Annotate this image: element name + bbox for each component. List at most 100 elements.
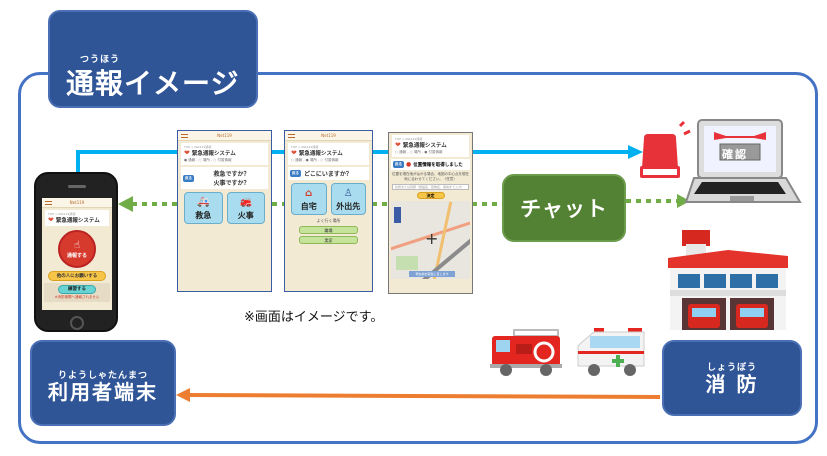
back-button[interactable]: 戻る xyxy=(290,170,301,177)
laptop-icon xyxy=(684,119,802,203)
screen-emergency-type: Net119 TOP > Net119通報 ❤緊急通報システム ● 通報 - ○… xyxy=(177,130,272,292)
phone-system-name: 緊急通報システム xyxy=(55,218,100,224)
dispatch-arrow-head xyxy=(176,388,190,402)
question-row: 戻る どこにいますか？ xyxy=(288,167,369,180)
question-text: どこにいますか？ xyxy=(304,171,352,178)
screen-location-type: Net119 TOP > Net119通報 ❤緊急通報システム ○ 通報 - ●… xyxy=(284,130,373,292)
title-ruby: つうほう xyxy=(80,55,121,65)
step-indicator: ○ 通報 - ● 場所 - ○ 付属情報 xyxy=(291,158,339,162)
map-pin-icon: ● xyxy=(406,161,412,168)
option-buttons: ⌂ 自宅 ♙ 外出先 xyxy=(291,183,366,215)
report-button-label: 通報する xyxy=(66,253,87,259)
system-name: 緊急通報システム xyxy=(298,151,343,157)
title-box: つうほう 通報イメージ xyxy=(48,10,258,108)
address-input[interactable]: 住所または目標（施設名、建物名、番地まで入力） xyxy=(392,184,469,190)
option-label: 火事 xyxy=(237,211,254,220)
screen-header: Net119 xyxy=(285,131,372,141)
frequent-place-button[interactable]: 実家 xyxy=(299,236,358,244)
location-status-row: 戻る ● 位置情報を取得しました xyxy=(391,159,470,170)
frequent-place-button[interactable]: 職場 xyxy=(299,226,358,234)
option-ambulance-button[interactable]: 🚑 救急 xyxy=(184,192,223,224)
breadcrumb: TOP > Net119通報 xyxy=(395,137,423,141)
heart-logo-icon: ❤ xyxy=(291,148,297,157)
system-name: 緊急通報システム xyxy=(402,143,447,149)
fire-department-label: 消 防 xyxy=(705,372,759,396)
fire-truck-icon xyxy=(490,329,562,376)
system-card: TOP > Net119通報 ❤緊急通報システム ○ 通報 - ○ 場所 - ●… xyxy=(392,135,469,157)
option-home-button[interactable]: ⌂ 自宅 xyxy=(291,183,327,215)
back-button[interactable]: 戻る xyxy=(393,161,404,168)
map-view[interactable]: + 現在地を取得し直します xyxy=(391,201,470,279)
user-terminal-ruby: りようしゃたんまつ xyxy=(57,371,148,381)
practice-note: ※消防機関へ通報されません xyxy=(54,295,100,299)
step-indicator: ● 通報 - ○ 場所 - ○ 付属情報 xyxy=(184,158,232,162)
address-placeholder: 住所または目標（施設名、建物名、番地まで入力） xyxy=(395,185,465,189)
decide-button[interactable]: 決定 xyxy=(416,192,445,199)
phone-header: Net119 xyxy=(42,198,112,208)
option-fire-button[interactable]: 🚒 火事 xyxy=(226,192,265,224)
menu-icon[interactable] xyxy=(45,201,52,205)
map-zoom-control[interactable] xyxy=(394,207,401,223)
system-name: 緊急通報システム xyxy=(191,151,236,157)
person-sign-icon: ♙ xyxy=(343,188,353,199)
heart-logo-icon: ❤ xyxy=(48,215,54,224)
screen-header-title: Net119 xyxy=(217,133,232,138)
caption: ※画面はイメージです。 xyxy=(244,310,384,325)
fire-truck-icon: 🚒 xyxy=(239,197,252,208)
map-instruction: 位置を現在地がはかる場合、地図の中心点を現在地に合わせてください。（任意） xyxy=(392,172,469,181)
heart-logo-icon: ❤ xyxy=(395,140,401,149)
breadcrumb: TOP > Net119通報 xyxy=(184,145,212,149)
laptop-screen-label: 確認 xyxy=(722,148,748,161)
step-indicator: ○ 通報 - ○ 場所 - ● 付属情報 xyxy=(395,150,443,154)
report-arrow-head xyxy=(628,145,643,159)
user-terminal-label: 利用者端末 xyxy=(48,380,158,404)
alarm-lamp-icon xyxy=(640,120,691,178)
screen-location-map: TOP > Net119通報 ❤緊急通報システム ○ 通報 - ○ 場所 - ●… xyxy=(388,132,473,294)
home-button[interactable] xyxy=(70,316,84,330)
option-label: 救急 xyxy=(195,211,212,220)
system-card: TOP > Net119通報 ❤緊急通報システム ○ 通報 - ● 場所 - ○… xyxy=(288,143,369,165)
hand-pointer-icon: ☝ xyxy=(73,240,81,251)
house-icon: ⌂ xyxy=(305,188,313,199)
diagram-frame xyxy=(18,72,818,444)
fire-department-box: しょうぼう 消 防 xyxy=(662,340,802,416)
menu-icon[interactable] xyxy=(288,134,295,138)
title-text: 通報イメージ xyxy=(66,67,240,100)
chat-box: チャット xyxy=(502,174,626,242)
back-button[interactable]: 戻る xyxy=(183,174,194,182)
breadcrumb: TOP > Net119通報 xyxy=(291,145,319,149)
practice-area: 練習する ※消防機関へ通報されません xyxy=(44,283,110,302)
menu-icon[interactable] xyxy=(181,134,188,138)
dispatch-arrow xyxy=(187,393,661,399)
phone-breadcrumb: TOP > Net119通報 xyxy=(48,212,76,216)
chat-arrow-left-head xyxy=(118,196,133,212)
option-away-button[interactable]: ♙ 外出先 xyxy=(330,183,366,215)
chat-arrow-right-head xyxy=(677,194,690,208)
map-reset-button[interactable]: 現在地を取得し直します xyxy=(409,271,455,277)
practice-button[interactable]: 練習する xyxy=(58,285,96,294)
crosshair-icon: + xyxy=(425,229,439,248)
ambulance-icon: 🚑 xyxy=(197,197,210,208)
option-label: 外出先 xyxy=(336,202,361,211)
screen-header-title: Net119 xyxy=(321,133,336,138)
option-buttons: 🚑 救急 🚒 火事 xyxy=(184,192,265,224)
system-card: TOP > Net119通報 ❤緊急通報システム ● 通報 - ○ 場所 - ○… xyxy=(181,143,268,165)
phone-screen: Net119 TOP > Net119通報 ❤緊急通報システム ☝ 通報する 他の… xyxy=(42,198,112,310)
phone-header-title: Net119 xyxy=(69,200,85,205)
screen-header: Net119 xyxy=(178,131,271,141)
option-label: 自宅 xyxy=(300,202,317,211)
question-row: 戻る 救急ですか？ 火事ですか？ xyxy=(181,167,268,189)
fire-department-ruby: しょうぼう xyxy=(706,363,757,373)
question-line-1: 救急ですか？ xyxy=(213,171,250,178)
ask-someone-button[interactable]: 他の人にお願いする xyxy=(48,271,106,281)
location-status: 位置情報を取得しました xyxy=(413,162,463,168)
map-park xyxy=(396,256,418,270)
user-terminal-box: りようしゃたんまつ 利用者端末 xyxy=(30,340,176,426)
heart-logo-icon: ❤ xyxy=(184,148,190,157)
fire-station-icon xyxy=(668,230,788,330)
report-button[interactable]: ☝ 通報する xyxy=(58,230,96,268)
phone-system-card: TOP > Net119通報 ❤緊急通報システム xyxy=(45,210,109,226)
frequent-places-label: よく行く場所 xyxy=(316,218,341,223)
question-line-2: 火事ですか？ xyxy=(213,180,250,187)
